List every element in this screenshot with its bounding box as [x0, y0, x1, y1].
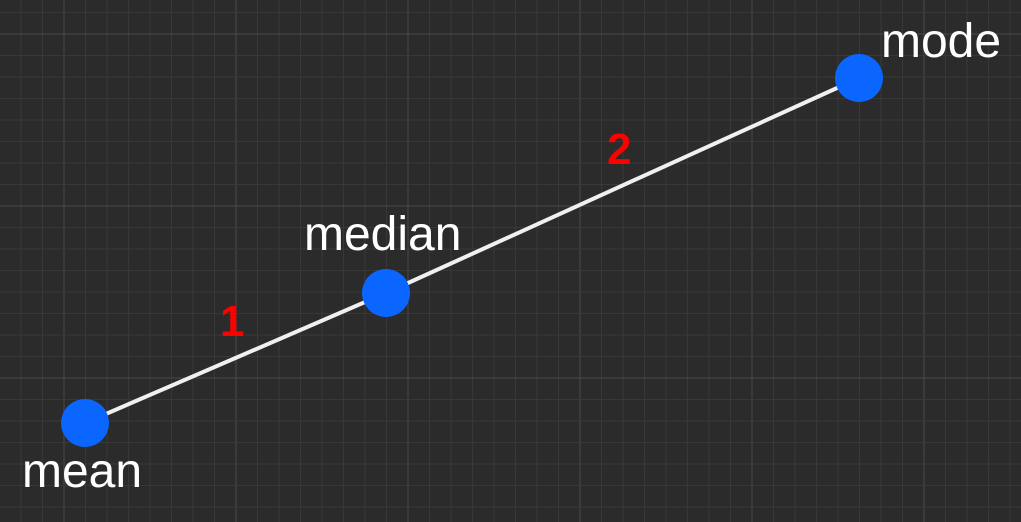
point-mean[interactable]	[61, 399, 109, 447]
label-mean: mean	[22, 445, 142, 498]
label-median: median	[304, 208, 461, 261]
line-mean-median	[83, 291, 388, 425]
label-mode: mode	[881, 15, 1001, 68]
segment-label-1: 1	[220, 297, 244, 346]
point-median[interactable]	[362, 269, 410, 317]
segment-label-2: 2	[607, 125, 631, 174]
point-mode[interactable]	[835, 54, 883, 102]
line-median-mode	[384, 76, 861, 295]
